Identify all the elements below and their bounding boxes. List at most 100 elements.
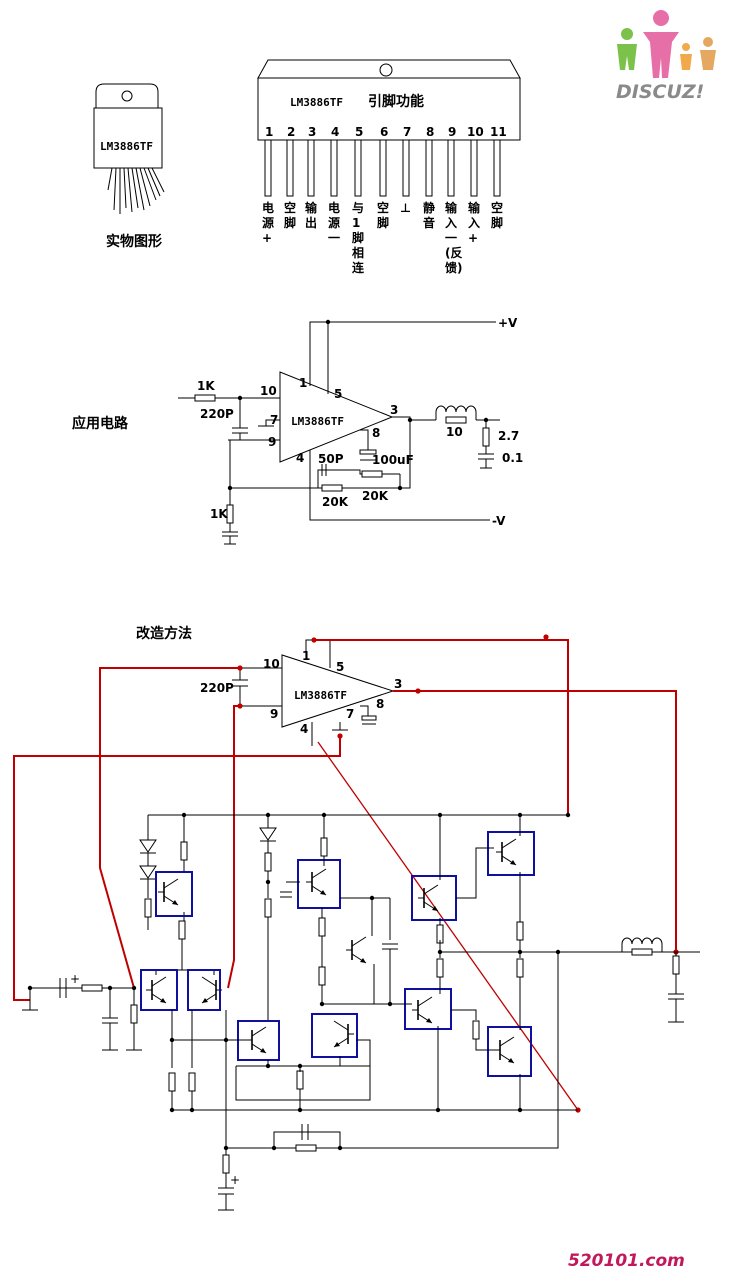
pinout-diagram: LM3886TF 引脚功能 1电源+2空脚3输出4电源一5与1脚相连6空脚7⊥8… (257, 59, 521, 275)
pin-10: 10 输入+ (467, 125, 484, 245)
mod-pin-8: 8 (376, 697, 384, 711)
app-circuit-title: 应用电路 (72, 415, 129, 432)
pin-function-char: 电 (262, 200, 274, 215)
app-vminus: -V (492, 514, 506, 528)
app-r-fb1: 20K (322, 495, 349, 509)
app-vplus: +V (498, 316, 518, 330)
pinout-title: 引脚功能 (368, 93, 424, 110)
pin-number: 5 (355, 125, 363, 139)
pin-function-char: 一 (328, 231, 340, 245)
app-c-zobel: 0.1 (502, 451, 523, 465)
app-pin-7: 7 (270, 413, 278, 427)
pin-function-char: 源 (262, 215, 274, 230)
pin-2: 2空脚 (284, 125, 296, 230)
people-icon (617, 10, 716, 78)
pin-function-char: 输 (445, 200, 458, 215)
app-pin-5: 5 (334, 387, 342, 401)
pin-8: 8 静音 (423, 125, 435, 230)
mod-pin-3: 3 (394, 677, 402, 691)
pin-3: 3 输出 (305, 125, 318, 230)
mod-c-in: 220P (200, 681, 234, 695)
pin-function-char: ⊥ (400, 201, 411, 215)
pin-function-char: 馈) (445, 260, 463, 275)
pin-number: 7 (403, 125, 411, 139)
pin-number: 4 (331, 125, 339, 139)
app-c-in: 220P (200, 407, 234, 421)
pin-lead (379, 139, 387, 197)
package-caption: 实物图形 (106, 233, 162, 250)
discuz-wordmark: DISCUZ! (616, 81, 704, 103)
pin-4: 4 电源一 (328, 125, 340, 245)
app-c-mute: 100uF (372, 453, 414, 467)
pin-function-char: 连 (352, 260, 365, 275)
pin-number: 3 (308, 125, 316, 139)
mod-chip-label: LM3886TF (294, 689, 347, 702)
pin-function-char: 相 (352, 245, 364, 260)
mod-pin-4: 4 (300, 722, 308, 736)
mod-circuit-title: 改造方法 (136, 625, 192, 642)
svg-text:+: + (70, 972, 80, 986)
pin-1: 1 电源+ (262, 125, 274, 245)
pin-number: 6 (380, 125, 388, 139)
app-r-in: 1K (197, 379, 215, 393)
pin-function-char: 静 (423, 200, 435, 215)
pin-function-char: 入 (468, 216, 480, 230)
pin-lead (493, 139, 501, 197)
junction-dot (565, 812, 571, 818)
pin-function-char: + (468, 231, 478, 245)
pin-function-char: 脚 (284, 215, 296, 230)
pin-lead (286, 139, 294, 197)
pin-9: 9 输入一(反馈) (445, 125, 463, 275)
pin-function-char: 脚 (352, 230, 364, 245)
pin-function-char: 与 (352, 201, 364, 215)
pin-function-char: 脚 (491, 215, 503, 230)
pin-function-char: + (262, 231, 272, 245)
pin-lead (447, 139, 455, 197)
mod-pin-9: 9 (270, 707, 278, 721)
pin-function-char: 电 (328, 200, 340, 215)
package-drawing: LM3886TF 实物图形 (93, 83, 165, 250)
pin-function-char: 空 (284, 200, 296, 215)
app-chip-label: LM3886TF (291, 415, 344, 428)
package-chip-label: LM3886TF (100, 140, 153, 153)
pin-number: 8 (426, 125, 434, 139)
pin-number: 9 (448, 125, 456, 139)
app-pin-8: 8 (372, 426, 380, 440)
pin-lead (354, 139, 362, 197)
modification-circuit: 改造方法 LM3886TF 10 9 1 5 3 7 8 4 220P (13, 625, 700, 1211)
pin-number: 11 (490, 125, 507, 139)
pinout-chip-label: LM3886TF (290, 96, 343, 109)
discuz-logo: DISCUZ! (616, 10, 716, 103)
pin-number: 1 (265, 125, 273, 139)
app-r-gnd: 1K (210, 507, 228, 521)
app-pin-9: 9 (268, 435, 276, 449)
app-pin-10: 10 (260, 384, 277, 398)
pin-function-char: 空 (377, 200, 389, 215)
pin-function-char: (反 (445, 245, 463, 260)
pin-lead (264, 139, 272, 197)
app-r-zobel: 2.7 (498, 429, 519, 443)
pin-function-char: 入 (445, 216, 457, 230)
pin-lead (330, 139, 338, 197)
app-r-fb2: 20K (362, 489, 389, 503)
pin-lead (425, 139, 433, 197)
mod-pin-7: 7 (346, 707, 354, 721)
pin-function-char: 一 (445, 231, 457, 245)
pin-function-char: 源 (328, 215, 340, 230)
pin-6: 6空脚 (377, 125, 389, 230)
pin-function-char: 出 (305, 215, 317, 230)
pin-lead (307, 139, 315, 197)
pin-function-char: 音 (423, 215, 435, 230)
pin-function-char: 输 (468, 200, 481, 215)
mod-pin-5: 5 (336, 660, 344, 674)
pin-number: 10 (467, 125, 484, 139)
app-pin-4: 4 (296, 451, 304, 465)
app-pin-3: 3 (390, 403, 398, 417)
pin-function-char: 输 (305, 200, 318, 215)
application-circuit: 应用电路 LM3886TF +V -V 1K 220P 1K (72, 316, 523, 545)
pin-7: 7⊥ (400, 125, 411, 215)
pin-lead (402, 139, 410, 197)
